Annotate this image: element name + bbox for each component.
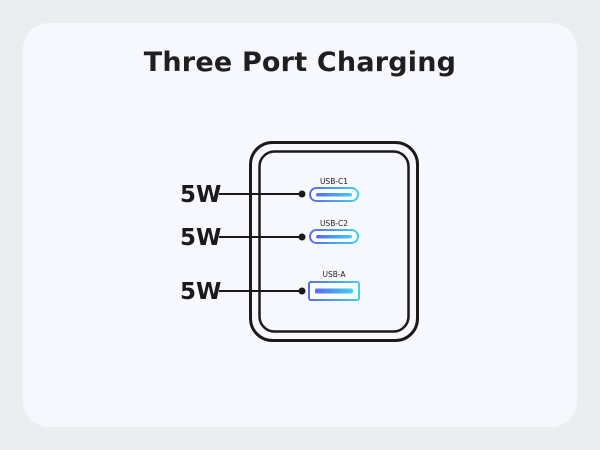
- callout-dot: [298, 233, 306, 241]
- usb-c-port-slot: [316, 193, 352, 197]
- usb-a-port-slot: [315, 288, 353, 294]
- diagram-title: Three Port Charging: [143, 47, 457, 78]
- port-name-label: USB-C1: [320, 177, 348, 186]
- usb-c-port-slot: [316, 235, 352, 239]
- port-usb-c1: 5W USB-C1: [180, 177, 359, 208]
- port-name-label: USB-A: [322, 270, 346, 279]
- port-power-label: 5W: [180, 279, 221, 305]
- charger-inner-outline: [258, 150, 410, 333]
- port-power-label: 5W: [180, 225, 221, 251]
- diagram-card: [23, 23, 577, 427]
- port-power-label: 5W: [180, 182, 221, 208]
- charger-outer-outline: [249, 141, 419, 342]
- callout-dot: [298, 190, 306, 198]
- port-usb-c2: 5W USB-C2: [180, 219, 359, 251]
- port-usb-a: 5W USB-A: [180, 270, 360, 305]
- port-name-label: USB-C2: [320, 219, 348, 228]
- callout-dot: [298, 287, 306, 295]
